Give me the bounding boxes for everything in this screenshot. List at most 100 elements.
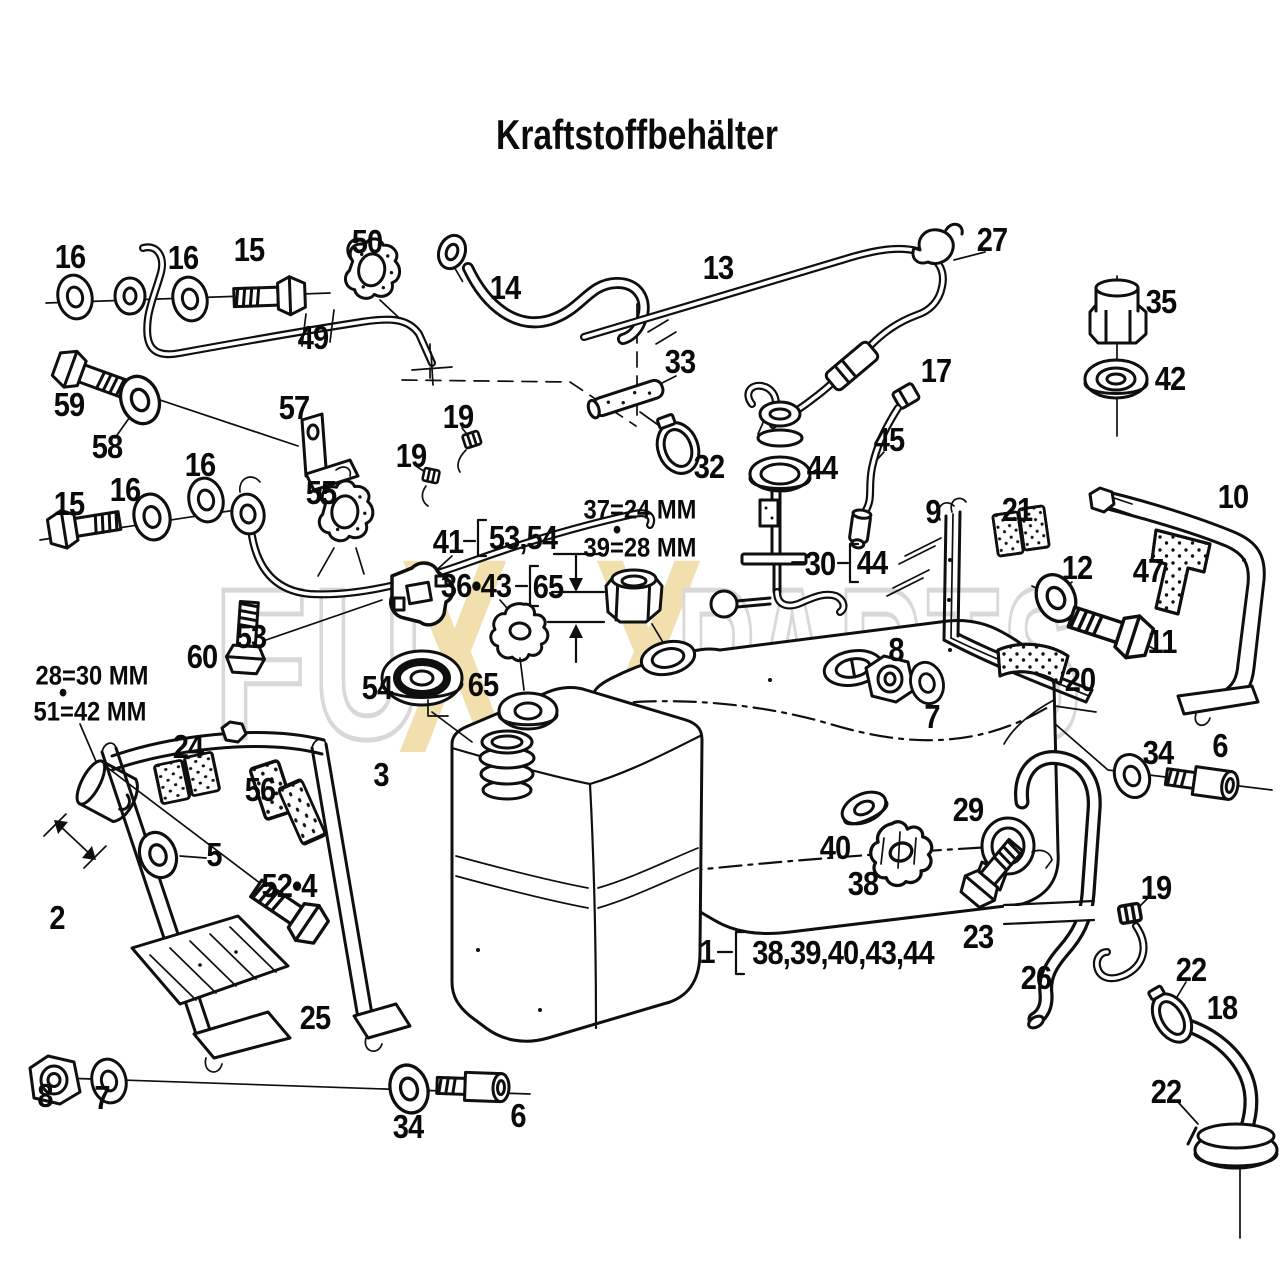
part-label-10: 10 [1217, 478, 1249, 515]
part-label-7: 7 [924, 698, 940, 735]
part-label-25: 25 [299, 999, 331, 1036]
part-label-18: 18 [1206, 989, 1238, 1026]
part-label-42: 42 [1154, 360, 1186, 397]
part-label-9: 9 [925, 493, 941, 530]
nut-8-washer-7-right [864, 654, 950, 709]
part-label-49: 49 [297, 319, 329, 356]
part-label-14: 14 [489, 269, 521, 306]
bracket-marks [462, 518, 860, 976]
part-label-6: 6 [1212, 727, 1228, 764]
part-label-34: 34 [392, 1108, 424, 1145]
part-label-24: 24 [172, 728, 204, 765]
heat-shield-25 [130, 914, 290, 1006]
part-label-38-39-40-43-44: 38,39,40,43,44 [752, 934, 934, 971]
bracket-57 [300, 412, 360, 492]
part-label-23: 23 [962, 918, 994, 955]
part-label-19: 19 [442, 398, 474, 435]
fuel-tank-main [590, 618, 1060, 935]
part-label-38: 38 [847, 865, 879, 902]
hose-clamp-32 [655, 413, 701, 475]
part-label-65: 65 [532, 568, 564, 605]
part-label-15: 15 [233, 231, 265, 268]
mount-frame-9 [937, 497, 1094, 704]
part-label-19: 19 [395, 437, 427, 474]
part-label-11: 11 [1147, 623, 1178, 660]
part-label-8: 8 [888, 631, 904, 668]
part-label-45: 45 [873, 421, 905, 458]
part-label-17: 17 [920, 352, 952, 389]
part-label-55: 55 [305, 474, 337, 511]
part-label-65: 65 [467, 666, 499, 703]
part-label-50: 50 [351, 223, 383, 260]
part-label-59: 59 [53, 386, 85, 423]
part-label-8: 8 [37, 1077, 53, 1114]
part-label-22: 22 [1175, 951, 1207, 988]
part-label-52-4: 52•4 [261, 867, 317, 904]
connector-19-b [421, 466, 442, 507]
part-label-44: 44 [856, 544, 888, 581]
tank-strap-10 [1088, 486, 1266, 727]
part-label-16: 16 [54, 238, 86, 275]
fuel-tank-small [450, 686, 704, 1043]
exploded-view-art [28, 222, 1279, 1239]
part-label-32: 32 [693, 448, 725, 485]
part-label-53-54: 53,54 [488, 519, 558, 556]
fuel-level-sender-44 [709, 381, 848, 619]
filler-caps-group [380, 552, 664, 743]
part-label-27: 27 [976, 221, 1008, 258]
washer-42 [1083, 358, 1149, 400]
part-label-6: 6 [510, 1097, 526, 1134]
part-label-28-30-MM: 28=30 MM [35, 660, 149, 691]
filler-pipe-18-clamps-22 [1147, 984, 1279, 1239]
part-label-40: 40 [819, 829, 851, 866]
fasteners-bottom-left [28, 1054, 511, 1119]
part-label-47: 47 [1132, 552, 1164, 589]
part-label-16: 16 [184, 446, 216, 483]
part-label-60: 60 [186, 638, 218, 675]
part-label-29: 29 [952, 791, 984, 828]
part-label-30: 30 [804, 545, 836, 582]
cap-35 [1088, 278, 1148, 345]
part-label-53: 53 [235, 618, 267, 655]
part-label-37-24-MM: 37=24 MM [583, 494, 697, 525]
part-label-3: 3 [373, 756, 389, 793]
part-label-16: 16 [109, 471, 141, 508]
fuel-pipe-13-17 [580, 244, 947, 435]
part-label-51-42-MM: 51=42 MM [33, 696, 147, 727]
part-label-2: 2 [49, 899, 65, 936]
part-label-39-28-MM: 39=28 MM [583, 532, 697, 563]
part-label-44: 44 [806, 449, 838, 486]
fuel-pipe-left-assembly [44, 473, 656, 599]
part-label-7: 7 [94, 1079, 110, 1116]
clamp-29-bolt-23 [954, 816, 1053, 914]
vent-hose-26 [1002, 750, 1102, 1030]
part-label-35: 35 [1145, 283, 1177, 320]
hose-sleeve-33 [586, 378, 665, 420]
part-label-15: 15 [53, 485, 85, 522]
grommet-40-cap-38 [840, 790, 943, 895]
connector-19-right [1092, 901, 1148, 983]
part-label--: • [612, 514, 622, 545]
part-label-5: 5 [206, 836, 222, 873]
part-label-54: 54 [361, 669, 393, 706]
part-label-58: 58 [91, 428, 123, 465]
fuel-pipe-49-assembly [52, 243, 453, 386]
part-label-26: 26 [1020, 959, 1052, 996]
sender-cable-45 [848, 382, 921, 550]
part-label-41: 41 [432, 523, 464, 560]
part-label-16: 16 [167, 239, 199, 276]
part-label-1: 1 [699, 933, 715, 970]
part-label-56: 56 [244, 771, 276, 808]
part-label-13: 13 [702, 249, 734, 286]
connector-19-a [457, 429, 484, 473]
page-title: Kraftstoffbehälter [496, 111, 778, 158]
part-label-34: 34 [1142, 734, 1174, 771]
part-label-33: 33 [664, 343, 696, 380]
part-label-21: 21 [1001, 491, 1033, 528]
part-label-20: 20 [1064, 661, 1096, 698]
part-label-19: 19 [1140, 869, 1172, 906]
pipe-sleeve [824, 340, 880, 392]
